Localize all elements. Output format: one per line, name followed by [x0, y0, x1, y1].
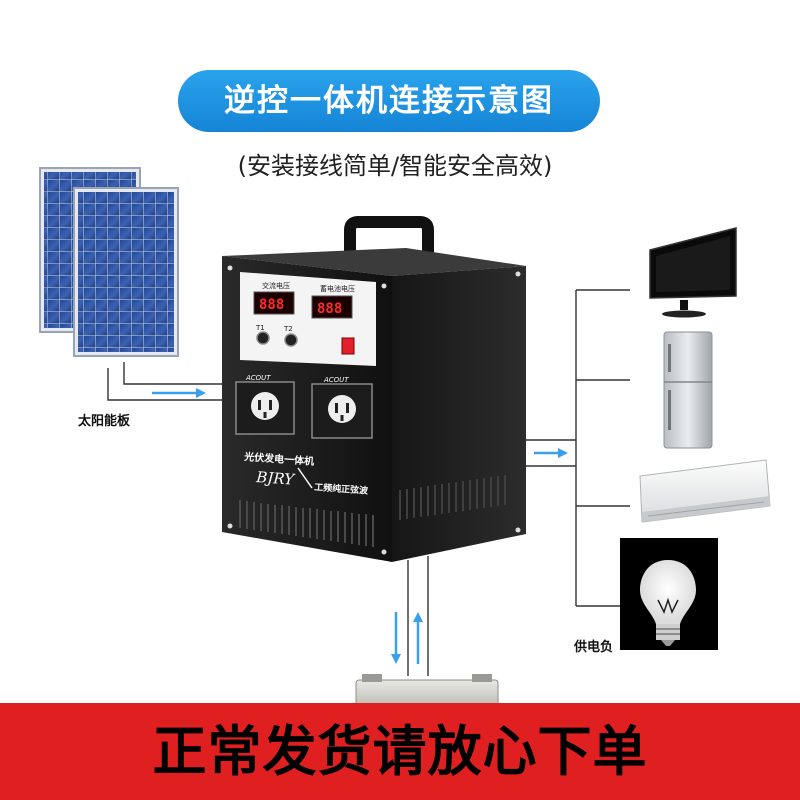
- battery-wires: [407, 556, 429, 676]
- diagram-subtitle: (安装接线简单/智能安全高效): [237, 152, 553, 180]
- brand-slash: [297, 467, 313, 489]
- brand-text: BJRY: [255, 468, 297, 489]
- light-bulb-appliance: [620, 538, 718, 650]
- diagram-title: 逆控一体机连接示意图: [178, 70, 600, 132]
- solar-input-arrow: [152, 388, 206, 398]
- tv-appliance: [649, 227, 737, 318]
- knob-left-label: T1: [255, 324, 265, 332]
- solar-panel-front: [73, 187, 179, 357]
- feature-text: 工频纯正弦波: [314, 481, 370, 497]
- meter-left-label: 交流电压: [262, 281, 290, 290]
- solar-panel-label: 太阳能板: [78, 414, 131, 429]
- knob-right-label: T2: [283, 325, 293, 333]
- battery-up-arrow: [413, 612, 423, 664]
- meter-left-value: 888: [259, 297, 284, 313]
- output-arrow: [534, 448, 568, 458]
- socket-left-label: ACOUT: [245, 374, 271, 382]
- solar-wires: [107, 362, 224, 401]
- battery-down-arrow: [391, 612, 401, 664]
- inverter-controller: [222, 216, 526, 562]
- promo-banner: 正常发货请放心下单: [0, 703, 800, 800]
- meter-right-label: 蓄电池电压: [320, 284, 355, 293]
- socket-right-label: ACOUT: [323, 376, 349, 384]
- output-wires: [526, 289, 630, 607]
- fridge-appliance: [663, 331, 713, 449]
- air-conditioner-appliance: [639, 459, 771, 523]
- power-supply-load-label: 供电负: [574, 640, 614, 655]
- meter-right-value: 888: [317, 301, 342, 317]
